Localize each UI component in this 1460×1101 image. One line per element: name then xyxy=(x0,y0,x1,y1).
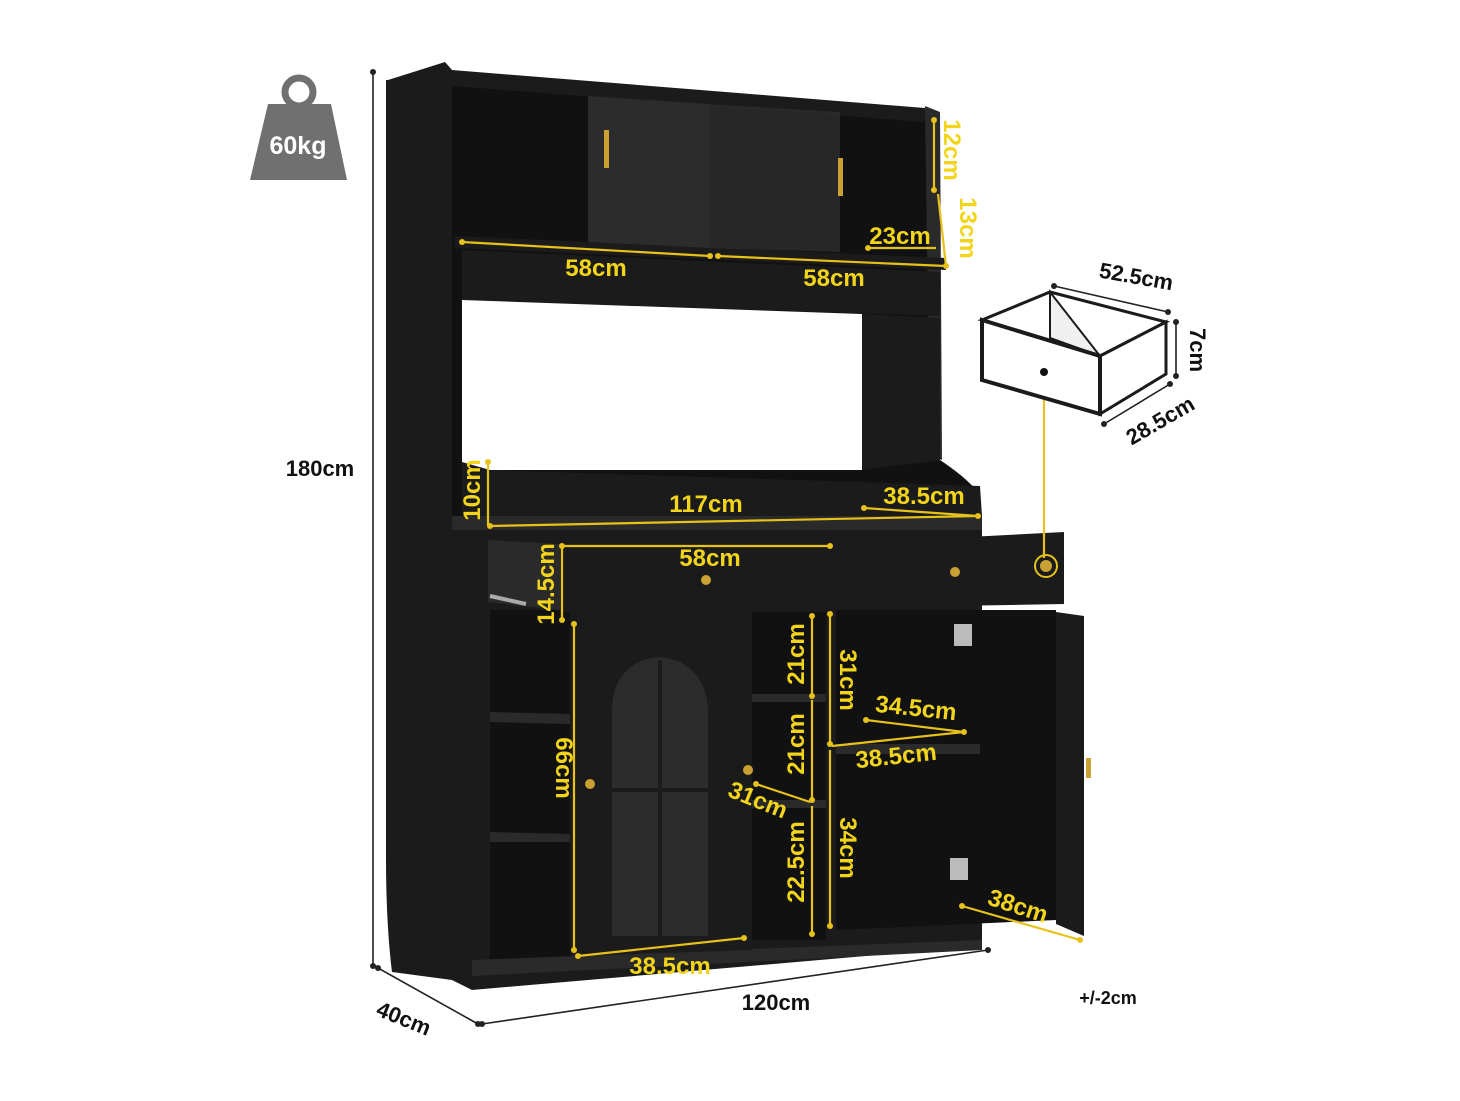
label-middle-lower-height: 21cm xyxy=(783,713,810,774)
tolerance-note: +/-2cm xyxy=(1079,988,1137,1008)
label-drawer-detail-width: 52.5cm xyxy=(1097,258,1175,296)
hinge-icon xyxy=(954,624,972,646)
label-left-cabinet-height: 66cm xyxy=(550,737,577,798)
label-drawer-detail-depth: 28.5cm xyxy=(1122,391,1199,450)
drawer-left[interactable] xyxy=(488,540,830,612)
door-handle-right[interactable] xyxy=(838,158,843,196)
open-right-door[interactable] xyxy=(950,612,1091,936)
door-handle-left[interactable] xyxy=(604,130,609,168)
door-knob-left[interactable] xyxy=(585,779,595,789)
label-hutch-side-top: 12cm xyxy=(938,119,965,180)
label-hutch-side-bottom: 13cm xyxy=(954,197,981,258)
label-drawer-height: 14.5cm xyxy=(533,543,560,624)
label-backsplash-height: 10cm xyxy=(459,459,486,520)
label-counter-width: 117cm xyxy=(669,491,742,518)
label-height-total: 180cm xyxy=(286,456,355,481)
label-drawer-detail-height: 7cm xyxy=(1185,328,1210,372)
drawer-knob-highlight xyxy=(1034,554,1058,578)
door-knob-mid[interactable] xyxy=(743,765,753,775)
cabinet-body xyxy=(386,62,1056,990)
drawer-slide xyxy=(489,594,527,606)
hutch-glass-doors[interactable] xyxy=(588,96,843,252)
door-handle-open[interactable] xyxy=(1086,758,1091,778)
detail-dimensions xyxy=(459,117,1083,959)
label-middle-upper-height: 21cm xyxy=(783,623,810,684)
overall-dimensions xyxy=(370,69,991,1027)
label-depth-total: 40cm xyxy=(373,996,435,1040)
label-door-width: 38.5cm xyxy=(629,953,710,980)
label-right-upper-height: 31cm xyxy=(834,649,861,710)
weight-label: 60kg xyxy=(270,132,327,160)
label-hutch-shelf-depth: 23cm xyxy=(869,223,930,250)
drawer-right[interactable] xyxy=(834,532,1064,608)
weight-icon: 60kg xyxy=(250,74,347,180)
label-right-lower-height: 34cm xyxy=(834,817,861,878)
hinge-icon xyxy=(950,858,968,880)
label-middle-bottom-height: 22.5cm xyxy=(783,821,810,902)
arched-glass-door[interactable] xyxy=(578,614,753,956)
drawer-detail xyxy=(977,283,1179,427)
label-counter-depth: 38.5cm xyxy=(883,483,964,510)
drawer-knob-left[interactable] xyxy=(701,575,711,585)
label-drawer-width: 58cm xyxy=(679,545,740,572)
drawer-knob-right[interactable] xyxy=(950,567,960,577)
label-hutch-right-width: 58cm xyxy=(803,265,864,292)
label-width-total: 120cm xyxy=(742,990,811,1015)
label-hutch-left-width: 58cm xyxy=(565,255,626,282)
